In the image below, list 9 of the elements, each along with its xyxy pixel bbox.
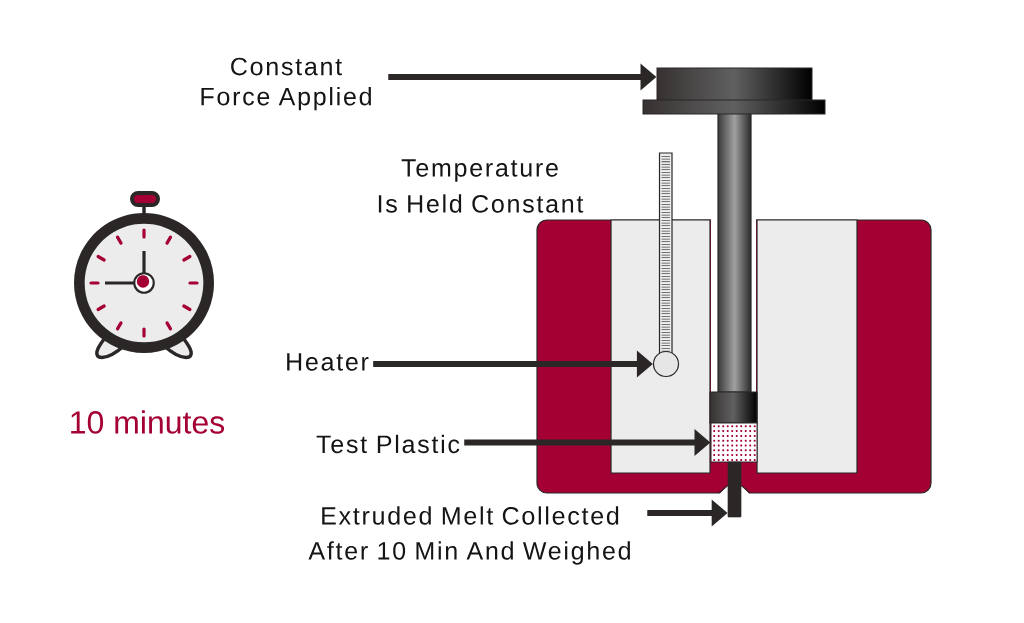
thermometer-bulb	[652, 350, 680, 378]
plastic-sample	[710, 422, 758, 463]
callout-label: Test Plastic	[316, 434, 460, 454]
plunger-weight	[642, 67, 826, 115]
callout-label: Heater	[287, 353, 369, 371]
callout-label: Constant Force Applied	[201, 57, 371, 111]
callout-label: Extruded Melt Collected After 10 Min And Weighed	[308, 506, 630, 565]
note-text: Temperature Is Held Constant	[378, 159, 584, 213]
duration-label: 10 minutes	[71, 410, 225, 434]
